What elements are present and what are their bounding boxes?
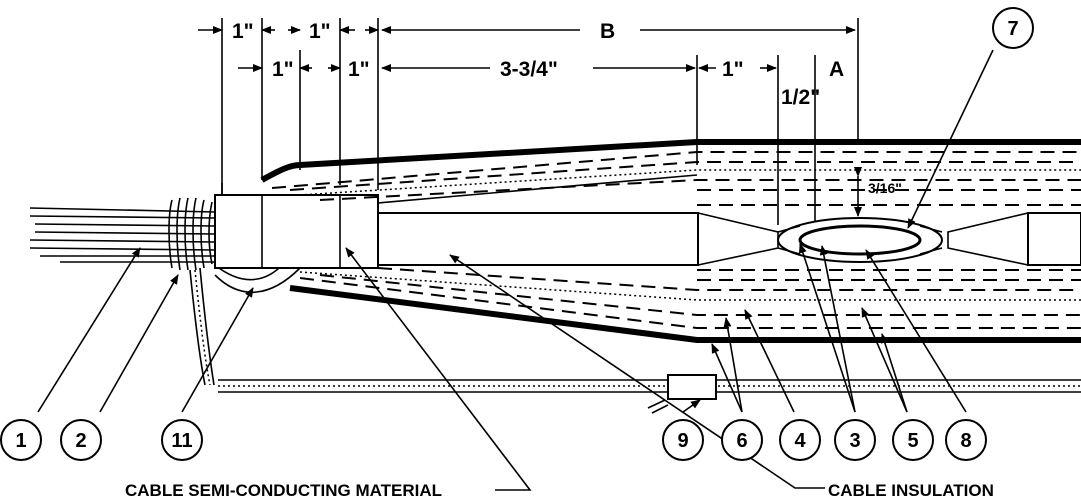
dim-label-half: 1/2" (781, 86, 820, 109)
stranded-conductor (29, 207, 216, 263)
connector (777, 167, 943, 263)
dim-label-1e: 1" (722, 58, 744, 81)
lower-layers (289, 267, 1081, 343)
callout-5: 5 (907, 430, 918, 452)
dim-label-b: B (600, 20, 615, 43)
dim-label-1a: 1" (232, 20, 254, 43)
callout-1: 1 (15, 430, 26, 452)
dim-label-a: A (829, 58, 844, 81)
callout-2: 2 (75, 430, 86, 452)
caption-insulation: CABLE INSULATION (828, 481, 994, 500)
callouts (0, 7, 1034, 461)
dim-label-3-3-4: 3-3/4" (500, 58, 558, 81)
callout-9: 9 (677, 430, 688, 452)
dim-label-1d: 1" (348, 58, 370, 81)
ground-strap (218, 379, 1081, 393)
binding-wire-wrap (168, 197, 213, 271)
cable-core (214, 194, 1081, 269)
leader-lines (37, 49, 994, 491)
callout-6: 6 (736, 430, 747, 452)
upper-layers (221, 139, 1081, 206)
dim-label-gap: 3/16" (868, 180, 902, 196)
callout-3: 3 (849, 430, 860, 452)
dim-label-1c: 1" (272, 58, 294, 81)
caption-semi-conducting: CABLE SEMI-CONDUCTING MATERIAL (125, 481, 442, 500)
dim-label-1b: 1" (309, 20, 331, 43)
callout-7: 7 (1007, 18, 1018, 40)
callout-8: 8 (960, 430, 971, 452)
dimension-extension-lines (221, 18, 859, 225)
shield-drain (189, 261, 301, 386)
callout-11: 11 (171, 430, 192, 452)
callout-4: 4 (794, 430, 806, 452)
clamp (647, 374, 717, 414)
